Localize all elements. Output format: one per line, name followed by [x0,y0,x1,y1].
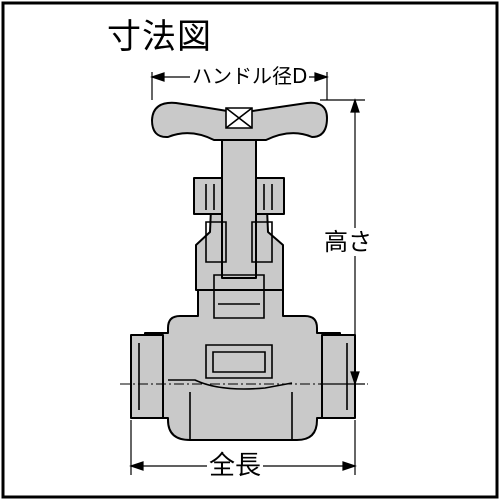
handle-arrow-left [150,72,165,82]
stem [221,127,257,279]
thread-lines [138,343,348,410]
height-label: 高さ [324,228,372,256]
drawing-title: 寸法図 [107,17,212,57]
port-lines [189,392,293,440]
bonnet-left-cavity [205,221,227,263]
valve-disc [205,344,273,379]
height-arrow-top [350,98,360,113]
stem-guide-lines [218,289,260,305]
handle-arrow-right [314,72,329,82]
total-length-label: 全長 [207,451,264,481]
seat-partition [168,379,293,390]
gland-detail [205,184,273,210]
right-connector [321,334,356,419]
stem-guide [213,274,265,319]
height-arrow-bottom [350,371,360,386]
nut-cross [225,107,253,129]
handle-diameter-label: ハンドル径D [190,64,310,88]
length-arrow-right [342,461,357,471]
length-arrow-left [129,461,144,471]
left-connector [130,334,164,419]
disc-inner [212,351,266,373]
bonnet-right-cavity [251,221,273,263]
